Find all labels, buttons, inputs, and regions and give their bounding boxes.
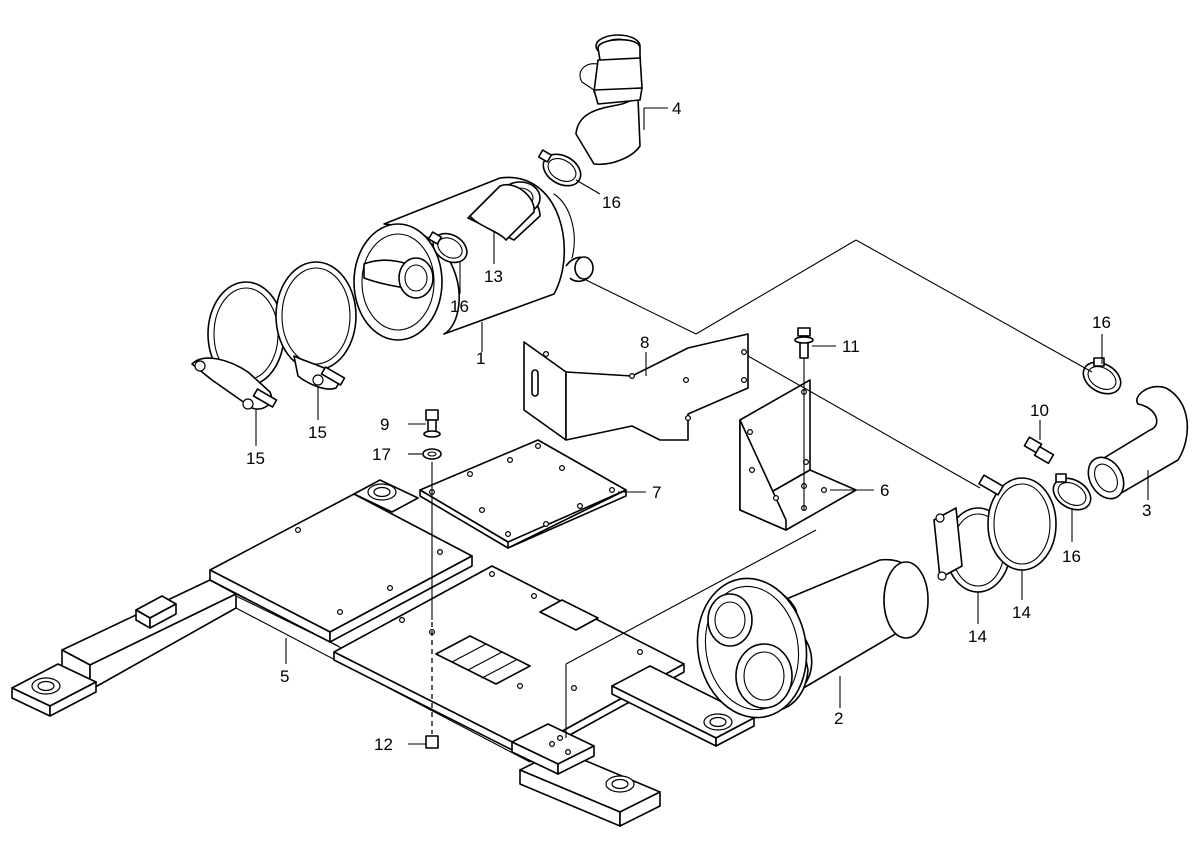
washer-17 [422, 448, 442, 460]
callout-16-mid: 16 [450, 297, 469, 316]
intake-elbow [575, 34, 643, 166]
bolt-11 [794, 327, 814, 359]
callout-7: 7 [652, 483, 661, 502]
bracket-6 [739, 379, 857, 531]
callout-8: 8 [640, 333, 649, 352]
callout-1: 1 [476, 349, 485, 368]
mounting-band-15-left [191, 281, 285, 410]
pre-cleaner-2 [696, 558, 929, 719]
mounting-plate [419, 439, 627, 549]
callout-14-right: 14 [1012, 603, 1031, 622]
callout-16-top: 16 [602, 193, 621, 212]
callout-4: 4 [672, 99, 681, 118]
callout-2: 2 [834, 709, 843, 728]
nut-12 [425, 735, 439, 749]
hose-clamp-16-mid [427, 231, 468, 264]
callout-5: 5 [280, 667, 289, 686]
bolt-9 [423, 409, 441, 438]
callout-15-right: 15 [308, 423, 327, 442]
assembly-lines [431, 239, 1093, 738]
hose-clamp-16-top [537, 149, 582, 187]
callout-16-right-top: 16 [1092, 313, 1111, 332]
hose-clamp-16-right-low [1052, 473, 1092, 511]
callout-14-left: 14 [968, 627, 987, 646]
callout-leaders [255, 107, 1149, 745]
callout-3: 3 [1142, 501, 1151, 520]
callout-17: 17 [372, 445, 391, 464]
callout-13: 13 [484, 267, 503, 286]
callout-6: 6 [880, 481, 889, 500]
base-frame [11, 479, 755, 827]
callout-labels: 1 2 3 4 5 6 7 8 9 10 11 12 13 14 14 15 1… [246, 99, 1151, 754]
callout-10: 10 [1030, 401, 1049, 420]
hose-3 [1087, 385, 1189, 500]
callout-9: 9 [380, 415, 389, 434]
bolt-10 [1023, 436, 1055, 465]
callout-12: 12 [374, 735, 393, 754]
air-cleaner-body [353, 176, 594, 341]
callout-15-left: 15 [246, 449, 265, 468]
callout-16-right-low: 16 [1062, 547, 1081, 566]
mounting-band-15-right [275, 261, 357, 390]
hose-13 [469, 183, 535, 241]
bracket-8 [523, 333, 749, 441]
callout-11: 11 [842, 337, 860, 356]
band-14-right [978, 474, 1057, 571]
